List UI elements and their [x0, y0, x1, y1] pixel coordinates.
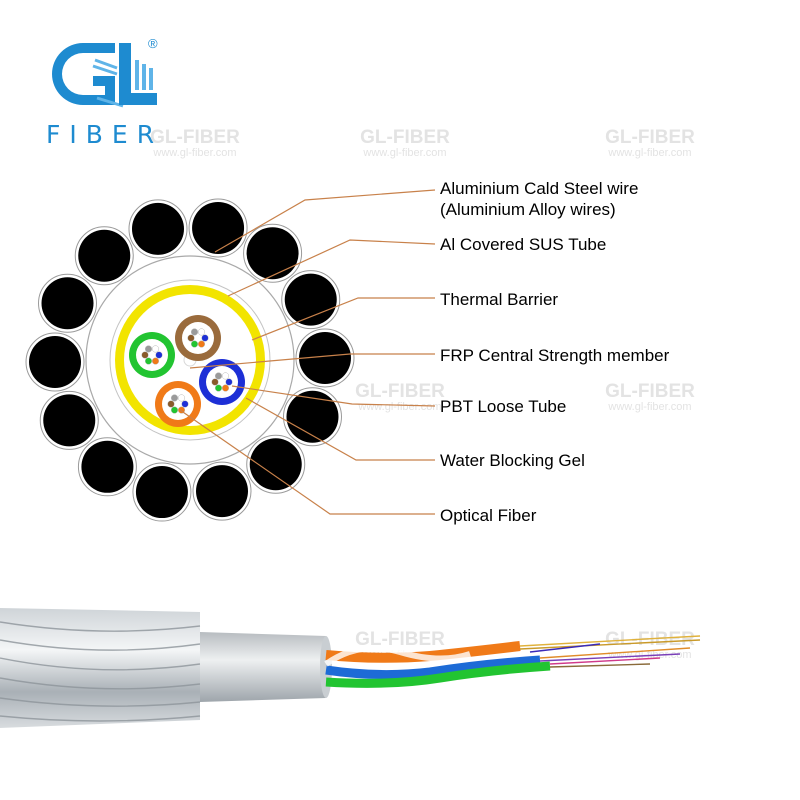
steel-wire-core	[192, 201, 245, 254]
optical-fiber	[177, 394, 186, 402]
label-sus-tube: Al Covered SUS Tube	[440, 235, 607, 254]
steel-wire-core	[249, 438, 302, 491]
leader-line	[227, 239, 436, 297]
optical-fiber	[151, 345, 160, 353]
optical-fiber	[170, 406, 179, 414]
steel-wire-core	[81, 440, 134, 493]
cable-side-view	[0, 608, 701, 728]
optical-fiber	[187, 334, 195, 342]
leader-line	[179, 409, 435, 515]
steel-wire-core	[196, 465, 249, 518]
label-frp-center: FRP Central Strength member	[440, 346, 670, 365]
optical-fiber	[144, 357, 153, 365]
leader-line	[251, 297, 435, 341]
leader-line	[231, 385, 436, 407]
label-loose-tube: PBT Loose Tube	[440, 397, 567, 416]
steel-wire-core	[78, 229, 131, 282]
cable-cross-section	[25, 189, 436, 522]
loose-tube-bore	[162, 388, 194, 420]
armor-wires	[0, 608, 200, 728]
optical-fiber	[197, 328, 206, 336]
optical-fiber	[190, 340, 199, 348]
optical-fiber	[225, 378, 233, 386]
steel-wire-core	[246, 227, 299, 280]
label-thermal-barrier: Thermal Barrier	[440, 290, 559, 309]
optical-fiber	[170, 394, 179, 402]
leader-line	[245, 397, 435, 461]
leader-line	[214, 189, 436, 253]
optical-fiber	[167, 400, 175, 408]
optical-fiber	[221, 384, 230, 392]
optical-fiber	[181, 400, 189, 408]
optical-fiber	[201, 334, 209, 342]
optical-fiber	[144, 345, 153, 353]
optical-fiber	[141, 351, 149, 359]
loose-tube-bore	[182, 322, 214, 354]
leader-line	[189, 353, 435, 369]
label-steel-wire: Aluminium Cald Steel wire (Aluminium All…	[440, 179, 639, 219]
optical-fiber	[197, 340, 206, 348]
optical-fiber	[151, 357, 160, 365]
optical-fiber	[190, 328, 199, 336]
steel-wire-core	[29, 336, 82, 389]
optical-fiber	[214, 372, 223, 380]
gl-fiber-logo	[52, 43, 157, 108]
optical-fiber	[221, 372, 230, 380]
sus-tube-side	[200, 632, 326, 702]
steel-wire-core	[41, 277, 94, 330]
label-optical-fiber: Optical Fiber	[440, 506, 537, 525]
steel-wire-core	[284, 273, 337, 326]
loose-tube-bore	[206, 366, 238, 398]
optical-fiber	[155, 351, 163, 359]
steel-wire-core	[286, 390, 339, 443]
steel-wire-core	[135, 466, 188, 519]
steel-wire-core	[43, 394, 96, 447]
label-water-gel: Water Blocking Gel	[440, 451, 585, 470]
loose-tube-bore	[136, 339, 168, 371]
optical-fiber	[214, 384, 223, 392]
steel-wire-core	[131, 202, 184, 255]
optical-fiber	[211, 378, 219, 386]
logo-wordmark: FIBER	[46, 120, 164, 149]
steel-wire-core	[298, 331, 351, 384]
registered-mark: ®	[148, 36, 158, 51]
